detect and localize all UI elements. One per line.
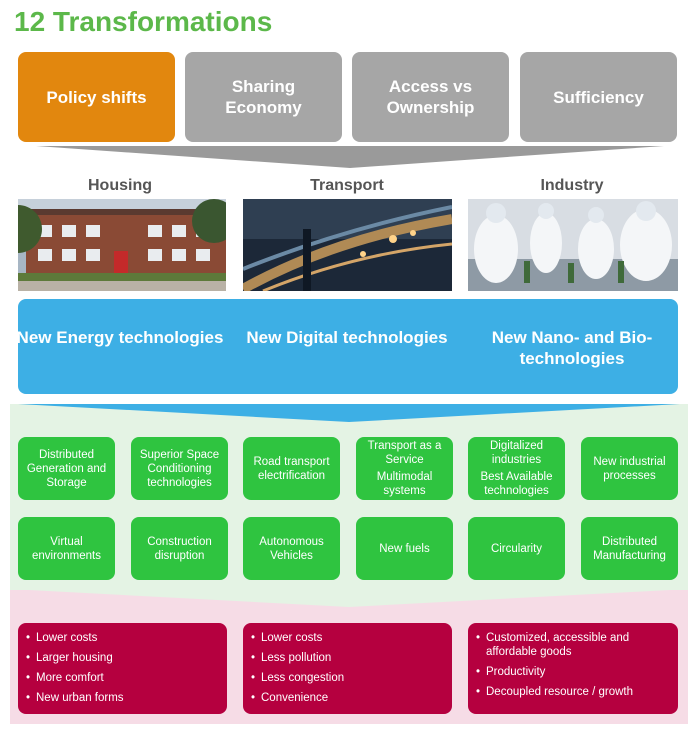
industry-photo xyxy=(468,199,678,291)
solution-text: Construction disruption xyxy=(147,535,212,562)
benefit-item: Customized, accessible and affordable go… xyxy=(476,631,670,659)
technology-label-energy: New Energy technologies xyxy=(16,328,224,347)
solution-text: Digitalized industries xyxy=(489,440,544,466)
page-title: 12 Transformations xyxy=(14,6,273,37)
solution-text: Superior Space Conditioning technologies xyxy=(139,448,220,489)
solution-text: Virtual environments xyxy=(31,535,102,562)
benefit-item: New urban forms xyxy=(26,691,219,705)
solution-box: Road transport electrification xyxy=(243,437,340,500)
benefit-item: Lower costs xyxy=(251,631,444,645)
sector-label-transport: Transport xyxy=(310,177,384,194)
solution-box: Construction disruption xyxy=(131,517,228,580)
sector-label-housing: Housing xyxy=(88,177,152,194)
transport-photo xyxy=(243,199,452,291)
benefits-box-housing: Lower costs Larger housing More comfort … xyxy=(18,623,227,714)
solution-box: New fuels xyxy=(356,517,453,580)
transformation-label: Sharing Economy xyxy=(225,77,302,117)
solution-text: Circularity xyxy=(490,542,543,555)
benefits-box-industry: Customized, accessible and affordable go… xyxy=(468,623,678,714)
transformation-box-policy-shifts: Policy shifts xyxy=(18,52,175,142)
benefit-item: More comfort xyxy=(26,671,219,685)
solution-box: Virtual environments xyxy=(18,517,115,580)
transformation-box-access-vs-ownership: Access vs Ownership xyxy=(352,52,509,142)
solution-box: Distributed Manufacturing xyxy=(581,517,678,580)
solution-text: Autonomous Vehicles xyxy=(259,535,324,562)
solution-text: Distributed Manufacturing xyxy=(593,535,666,562)
technology-label-nano-bio: New Nano- and Bio-technologies xyxy=(491,328,653,368)
solution-text: Distributed Generation and Storage xyxy=(26,448,107,489)
transformation-label: Sufficiency xyxy=(553,87,644,107)
benefits-box-transport: Lower costs Less pollution Less congesti… xyxy=(243,623,452,714)
transformation-box-sharing-economy: Sharing Economy xyxy=(185,52,342,142)
solution-box: Circularity xyxy=(468,517,565,580)
technology-label-digital: New Digital technologies xyxy=(246,328,448,347)
funnel-chevron xyxy=(36,146,664,168)
solution-text: Transport as a Service xyxy=(367,440,442,466)
blue-chevron xyxy=(18,404,680,422)
solution-box: Superior Space Conditioning technologies xyxy=(131,437,228,500)
solution-box: New industrial processes xyxy=(581,437,678,500)
solution-text: New industrial processes xyxy=(593,455,666,482)
solution-box: Autonomous Vehicles xyxy=(243,517,340,580)
transformation-box-sufficiency: Sufficiency xyxy=(520,52,677,142)
benefit-item: Less congestion xyxy=(251,671,444,685)
housing-photo xyxy=(18,199,226,291)
transformation-label: Access vs Ownership xyxy=(386,77,475,117)
transformation-label: Policy shifts xyxy=(46,87,147,107)
benefit-item: Productivity xyxy=(476,665,670,679)
solution-text: Best Available technologies xyxy=(480,471,553,497)
solutions-band xyxy=(10,404,688,590)
benefit-item: Less pollution xyxy=(251,651,444,665)
technology-band xyxy=(18,299,678,394)
sector-label-industry: Industry xyxy=(540,177,604,194)
solution-box: Distributed Generation and Storage xyxy=(18,437,115,500)
benefit-item: Lower costs xyxy=(26,631,219,645)
benefit-item: Decoupled resource / growth xyxy=(476,685,670,699)
solution-text: New fuels xyxy=(379,542,430,555)
solution-text: Road transport electrification xyxy=(253,455,330,482)
benefit-item: Convenience xyxy=(251,691,444,705)
benefit-item: Larger housing xyxy=(26,651,219,665)
solution-text: Multimodal systems xyxy=(376,471,433,497)
green-chevron xyxy=(10,589,688,607)
